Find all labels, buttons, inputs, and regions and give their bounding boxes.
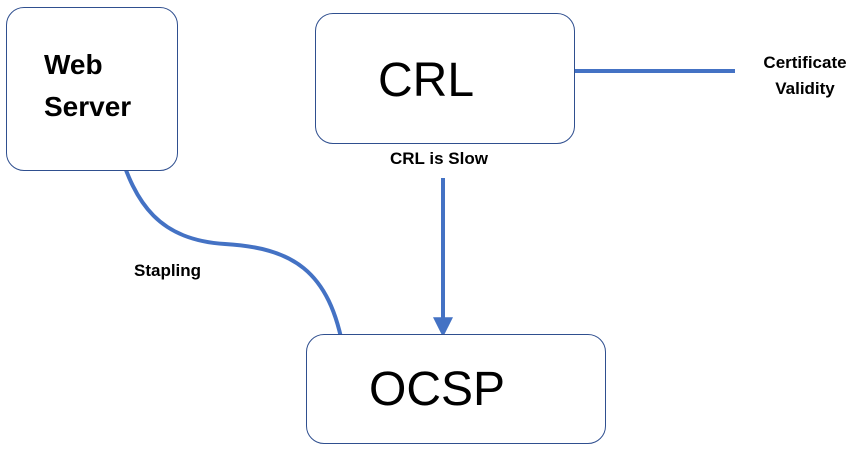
stapling-label: Stapling: [134, 261, 202, 280]
web-server-label: Web Server: [44, 49, 132, 122]
certificate-validity-label: Certificate Validity: [763, 53, 847, 98]
ocsp-box: [306, 334, 606, 444]
ocsp-label: OCSP: [369, 363, 506, 416]
crl-box: [315, 13, 575, 144]
web-server-box: [6, 7, 178, 171]
crl-label: CRL: [378, 54, 475, 107]
arrow-stapling-bidirectional: [104, 130, 352, 361]
crl-is-slow-label: CRL is Slow: [390, 149, 488, 168]
